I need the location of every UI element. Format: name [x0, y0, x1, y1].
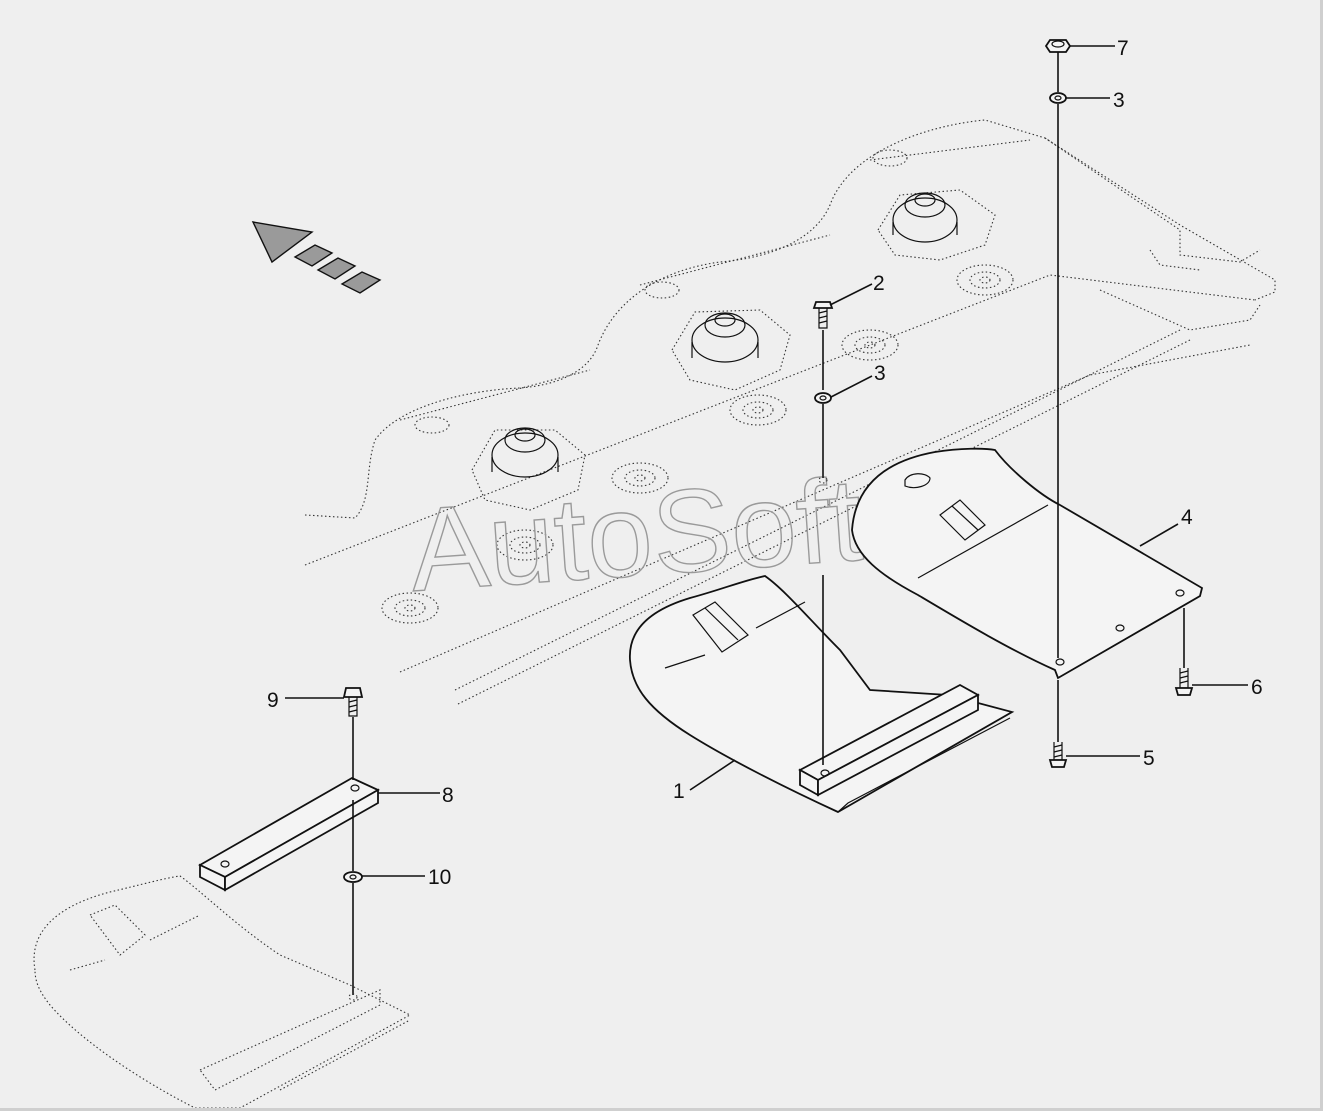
- callout-8: 8: [442, 784, 454, 807]
- bearing-bosses: [381, 264, 1014, 624]
- direction-arrow-icon: [251, 221, 382, 294]
- cutter-disc-hub-middle: [671, 309, 791, 391]
- callout-5: 5: [1143, 747, 1155, 770]
- washer-10-hole: [349, 874, 357, 880]
- skid-plate-right: [851, 447, 1204, 680]
- washer-3-top-icon: [1049, 92, 1067, 104]
- bolt-9-icon: [342, 687, 364, 717]
- cutter-disc-hub-right: [877, 189, 996, 261]
- leader-lines: [285, 45, 1248, 877]
- cutter-disc-hub-left: [471, 427, 586, 511]
- washer-10-icon: [343, 871, 363, 883]
- callout-10: 10: [428, 866, 451, 889]
- bolt-6-icon: [1174, 668, 1194, 696]
- callout-1: 1: [673, 780, 685, 803]
- bolt-5-icon: [1048, 742, 1068, 768]
- callout-3-top: 3: [1113, 89, 1125, 112]
- assembly-axis-lines: [348, 52, 1185, 1001]
- callout-3-middle: 3: [874, 362, 886, 385]
- washer-3-middle-hole: [819, 395, 827, 401]
- callout-9: 9: [267, 689, 279, 712]
- skid-plate-left-outline: [33, 875, 412, 1108]
- spacer-bar: [198, 776, 380, 892]
- washer-3-top-hole: [1054, 95, 1062, 101]
- watermark-text: AutoSoft: [406, 454, 867, 617]
- cutter-bar-outline: [304, 119, 1276, 705]
- callout-4: 4: [1181, 506, 1193, 529]
- washer-3-middle-icon: [814, 392, 832, 404]
- callout-7: 7: [1117, 37, 1129, 60]
- callout-2: 2: [873, 272, 885, 295]
- skid-plate-center: [629, 575, 1015, 814]
- callout-6: 6: [1251, 676, 1263, 699]
- bolt-2-icon: [812, 301, 834, 329]
- nut-7-icon: [1044, 39, 1072, 53]
